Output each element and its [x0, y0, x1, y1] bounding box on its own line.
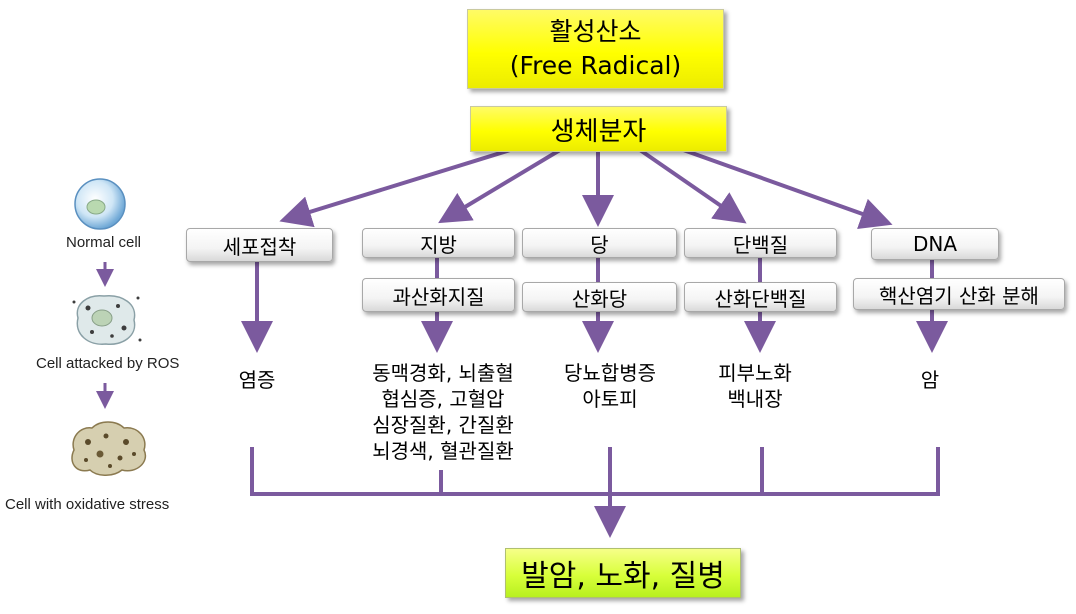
target-protein: 단백질	[684, 228, 837, 258]
arrow-to-cell-adhesion	[279, 145, 521, 228]
arrow-to-protein	[638, 148, 747, 224]
arrow-to-dna	[674, 145, 893, 229]
arrow-to-lipid	[438, 148, 562, 224]
attacked-cell-image	[72, 295, 142, 345]
normal-cell-image	[74, 178, 126, 230]
sub-oxidized-sugar: 산화당	[522, 282, 677, 312]
free-radical-box: 활성산소 (Free Radical)	[467, 9, 724, 89]
target-lipid: 지방	[362, 228, 515, 258]
oxidative-stress-cell-image	[71, 421, 147, 476]
biomolecule-box: 생체분자	[470, 106, 727, 152]
attacked-cell-label: Cell attacked by ROS	[36, 355, 180, 372]
target-sugar: 당	[522, 228, 677, 258]
disease-inflammation: 염증	[238, 368, 276, 392]
outcome-box: 발암, 노화, 질병	[505, 548, 741, 598]
disease-sugar-list: 당뇨합병증 아토피	[564, 361, 656, 411]
disease-protein-list: 피부노화 백내장	[718, 361, 792, 411]
sub-lipid-peroxide: 과산화지질	[362, 278, 515, 312]
biomolecule-label: 생체분자	[550, 116, 647, 147]
outcome-label: 발암, 노화, 질병	[521, 559, 725, 594]
free-radical-title: 활성산소	[549, 17, 642, 46]
disease-cancer: 암	[920, 368, 940, 392]
oxidative-stress-cell-label: Cell with oxidative stress	[5, 496, 170, 513]
free-radical-subtitle: (Free Radical)	[509, 51, 682, 80]
normal-cell-label: Normal cell	[66, 234, 142, 251]
target-cell-adhesion: 세포접착	[186, 228, 333, 262]
disease-lipid-list: 동맥경화, 뇌출혈 협심증, 고혈압 심장질환, 간질환 뇌경색, 혈관질환	[372, 361, 514, 463]
sub-dna-oxidation: 핵산염기 산화 분해	[853, 278, 1065, 310]
sub-oxidized-protein: 산화단백질	[684, 282, 837, 312]
target-dna: DNA	[871, 228, 999, 260]
